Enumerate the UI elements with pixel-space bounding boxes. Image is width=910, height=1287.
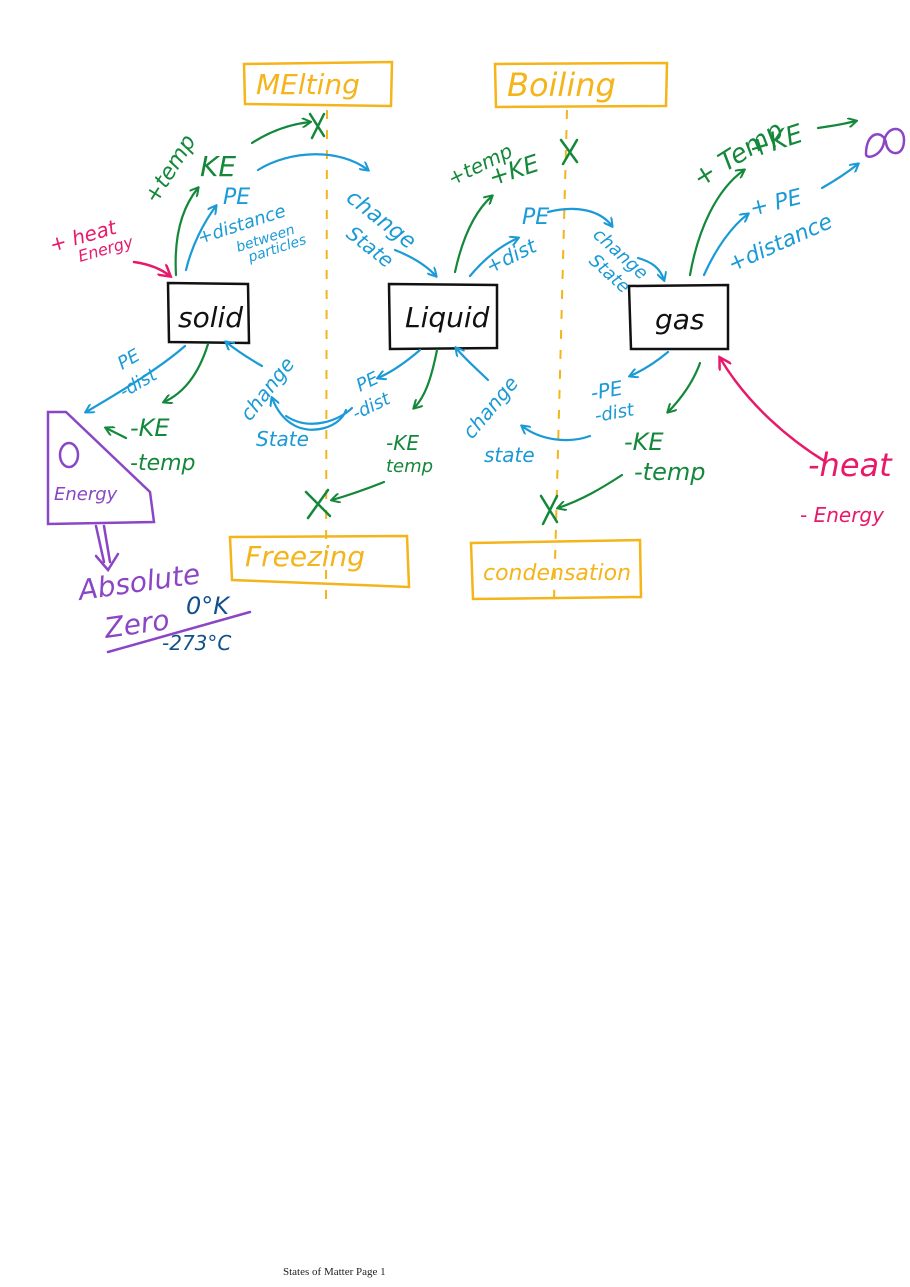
solid-down-arrow	[164, 342, 210, 402]
freeze-change-label: change	[235, 352, 299, 425]
liquid-temp: temp	[386, 456, 433, 477]
liquid-minus-dist: -dist	[349, 388, 394, 425]
page-footer: States of Matter Page 1	[283, 1266, 386, 1278]
condensation-x	[539, 494, 559, 526]
heat-out-arrow	[720, 358, 828, 464]
solid-pe-up-arrow	[184, 206, 216, 272]
gas-box	[627, 283, 730, 351]
zero-energy-label: Energy	[54, 484, 118, 505]
cond-change-label: change	[457, 371, 523, 443]
freeze-state-label: State	[256, 427, 309, 451]
heat-arrows	[132, 260, 828, 464]
boiling-label: Boiling	[507, 66, 616, 104]
solid-pe-down-arrow	[86, 344, 187, 412]
ke-to-melting-arrow	[250, 122, 310, 145]
cond-change-arrow	[522, 426, 592, 442]
gas-temp-to-condensation-arrow	[558, 473, 624, 508]
condensation-label: condensation	[483, 561, 631, 586]
energy-out-label: - Energy	[800, 503, 885, 527]
boiling-box	[493, 61, 669, 109]
boil-change-arrow-top	[546, 207, 612, 226]
absolute-label: Absolute	[74, 557, 202, 607]
liquid-plus-dist: +dist	[482, 233, 541, 278]
boiling-divider	[553, 109, 568, 601]
infinity-symbol	[864, 127, 906, 158]
freeze-change-arrow	[272, 398, 348, 431]
solid-pe-up: PE	[223, 185, 250, 210]
melt-change-arrow-down	[393, 248, 436, 276]
liquid-box	[387, 282, 499, 351]
cond-state-label: state	[484, 443, 535, 467]
liquid-label: Liquid	[405, 301, 490, 334]
gas-label: gas	[655, 303, 705, 336]
boiling-x	[559, 138, 579, 166]
solid-up-arrow	[174, 188, 198, 277]
green-arrows	[106, 121, 856, 508]
liquid-down-arrow	[414, 348, 439, 408]
gas-minus-temp: -temp	[634, 458, 705, 486]
zero-label: Zero	[101, 603, 171, 645]
celsius-label: -273°C	[162, 631, 231, 655]
melting-box	[242, 60, 394, 108]
melting-divider	[325, 109, 328, 601]
liquid-temp-to-freezing-arrow	[332, 480, 386, 500]
solid-label: solid	[178, 301, 243, 334]
cond-change-arrow-up	[456, 348, 490, 382]
gas-pe-down-arrow	[630, 350, 670, 376]
x-marks	[304, 112, 579, 526]
heat-in-arrow	[132, 260, 170, 276]
blue-arrows	[86, 153, 858, 442]
liquid-pe-up-arrow	[468, 238, 518, 278]
solid-ke: KE	[200, 150, 236, 183]
absolute-zero-underline	[106, 610, 252, 654]
double-arrow	[94, 524, 120, 573]
melting-label: MElting	[256, 68, 360, 101]
freezing-box	[228, 534, 411, 589]
melt-change-arrow-top	[256, 153, 368, 170]
gas-ke-to-infinity-arrow	[816, 121, 856, 130]
heat-out-label: -heat	[808, 446, 893, 484]
liquid-minus-ke: -KE	[386, 431, 419, 455]
gas-plus-ke: +KE	[745, 119, 807, 165]
solid-box	[166, 281, 251, 345]
gas-minus-ke: -KE	[624, 428, 664, 456]
freezing-label: Freezing	[245, 540, 365, 573]
boil-change-arrow-down	[636, 256, 664, 280]
liquid-pe-up: PE	[522, 205, 549, 230]
solid-ke-small-arrow	[106, 428, 128, 440]
gas-down-arrow	[668, 361, 702, 412]
gas-pe-up-arrow	[702, 214, 748, 277]
solid-minus-temp: -temp	[130, 451, 196, 476]
gas-pe-up: + PE	[747, 185, 804, 222]
process-boxes	[228, 60, 669, 601]
melting-x	[308, 112, 326, 140]
gas-minus-pe: -PE	[589, 376, 625, 405]
liquid-change-loop	[284, 406, 354, 425]
liquid-up-arrow	[453, 196, 492, 274]
freeze-change-arrow-up	[226, 342, 264, 368]
divider-lines	[325, 109, 568, 601]
state-boxes	[166, 281, 730, 351]
liquid-pe-down-arrow	[378, 348, 422, 378]
condensation-box	[469, 538, 643, 601]
solid-minus-ke: -KE	[130, 414, 170, 442]
gas-pe-to-infinity-arrow	[820, 164, 858, 190]
zero-energy-box	[46, 127, 906, 654]
zero-symbol	[58, 441, 80, 469]
gas-up-arrow	[688, 170, 744, 277]
kelvin-label: 0°K	[186, 592, 231, 620]
freezing-x	[304, 488, 332, 520]
